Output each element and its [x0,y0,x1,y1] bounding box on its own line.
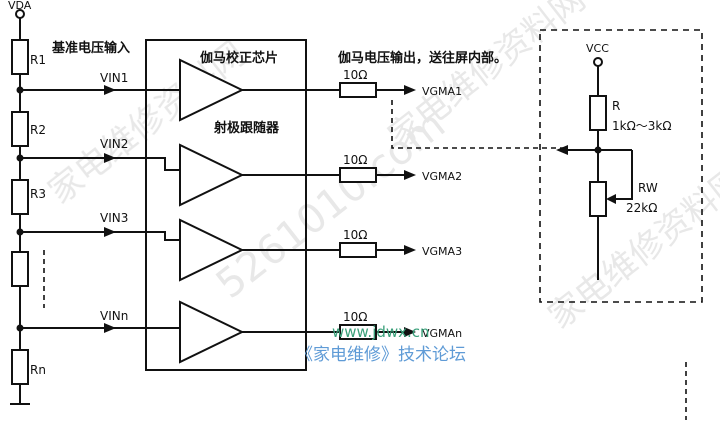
buffer-1 [179,58,245,122]
r2-label: R2 [30,123,46,137]
vin1-label: VIN1 [100,71,128,85]
res-value-n: 10Ω [343,310,367,324]
rw-value: 22kΩ [626,201,657,215]
chip-title: 伽马校正芯片 [200,50,278,66]
rn-label: Rn [30,363,46,377]
r3-label: R3 [30,187,46,201]
vgma1-label: VGMA1 [422,85,462,98]
vinn-label: VINn [100,309,128,323]
resistor-divider [10,18,30,405]
r-label: R [612,99,620,113]
buffer-3 [179,218,245,282]
svg-text:家电维修资料网: 家电维修资料网 [541,159,720,337]
rw-label: RW [638,181,658,195]
wiper-arrow [606,194,616,204]
link-arrow [556,145,568,155]
vgma3-label: VGMA3 [422,245,462,258]
input-arrows [104,85,116,333]
emitter-follower-label: 射极跟随器 [213,120,280,136]
adjust-junction [594,146,602,154]
ref-input-label: 基准电压输入 [51,40,130,56]
vcc-label: VCC [586,42,609,55]
output-lines [242,89,404,333]
vcc-terminal [593,57,603,67]
vgma2-label: VGMA2 [422,170,462,183]
buffer-2 [179,143,245,207]
watermark-forum: 《家电维修》技术论坛 [296,345,466,365]
r-value: 1kΩ～3kΩ [612,119,672,133]
vin3-label: VIN3 [100,211,128,225]
buffer-amplifiers [179,58,245,364]
vda-terminal [15,9,25,19]
output-resistors [339,82,377,340]
res-value-3: 10Ω [343,228,367,242]
output-arrows [404,85,416,337]
buffer-n [179,300,245,364]
adjust-link [391,100,568,149]
vin2-label: VIN2 [100,137,128,151]
adjust-wiring [568,66,633,280]
gamma-chip-box [145,39,307,371]
vda-label: VDA [8,0,32,12]
watermark-url: www.jdwx.cn [332,323,430,341]
adjust-circuit-box [539,29,703,303]
r1-label: R1 [30,53,46,67]
output-note: 伽马电压输出，送往屏内部。 [338,50,507,66]
input-lines [20,89,180,329]
res-value-1: 10Ω [343,68,367,82]
vgman-label: VGMAn [422,327,462,340]
res-value-2: 10Ω [343,153,367,167]
